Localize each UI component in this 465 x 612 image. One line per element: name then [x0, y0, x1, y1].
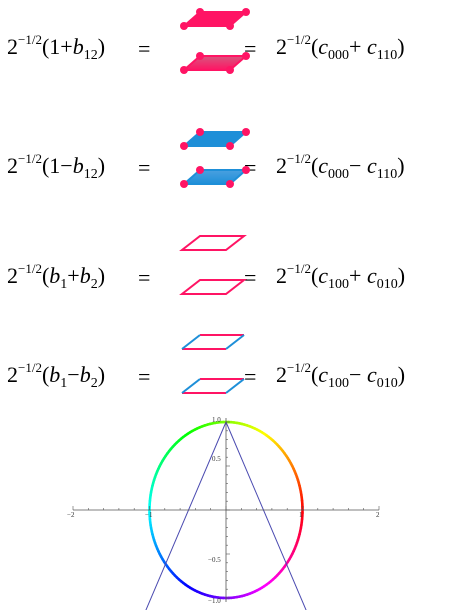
plot-line — [145, 421, 227, 610]
equation-row-4: 2−1/2(b1−b2) = = 2−1/2(c100− c010) — [0, 356, 465, 416]
plaquette-icon-outline-plus — [179, 235, 247, 295]
tangent-lines — [145, 421, 307, 610]
equation-row-3: 2−1/2(b1+b2) = = 2−1/2(c100+ c010) — [0, 257, 465, 317]
plaquette-icon-even — [180, 8, 250, 74]
equation-row-2: 2−1/2(1−b12) = = 2−1/2(c000− c110) — [0, 147, 465, 207]
y-tick-label: 0.5 — [212, 455, 221, 463]
equals-sign: = — [138, 364, 151, 389]
equation-rhs: 2−1/2(c000− c110) — [276, 151, 405, 182]
upper-parallelogram — [180, 8, 250, 30]
equation-lhs: 2−1/2(1−b12) — [7, 151, 106, 182]
lower-parallelogram — [180, 166, 250, 188]
x-tick-label: −1 — [145, 511, 153, 519]
x-tick-label: 2 — [376, 511, 380, 519]
upper-parallelogram — [179, 235, 247, 251]
axes — [72, 418, 380, 602]
y-tick-label: 1.0 — [212, 416, 221, 424]
lower-parallelogram — [181, 378, 245, 394]
equation-lhs: 2−1/2(b1−b2) — [7, 360, 106, 391]
equals-sign: = — [138, 36, 151, 61]
plaquette-icon-outline-minus — [181, 334, 245, 394]
equals-sign: = — [138, 265, 151, 290]
upper-parallelogram — [180, 128, 250, 150]
plaquette-icon-odd — [180, 128, 250, 188]
equation-rhs: 2−1/2(c100− c010) — [276, 360, 406, 391]
equation-lhs: 2−1/2(b1+b2) — [7, 261, 106, 292]
unit-circle-plot: −2 −1 1 2 1.0 0.5 −0.5 −1.0 — [67, 416, 380, 610]
equals-sign: = — [138, 155, 151, 180]
x-tick-label: 1 — [299, 511, 303, 519]
plot-line — [225, 421, 307, 610]
upper-parallelogram — [181, 334, 245, 350]
equation-lhs: 2−1/2(1+b12) — [7, 32, 106, 63]
equation-rhs: 2−1/2(c000+ c110) — [276, 32, 405, 63]
x-tick-label: −2 — [67, 511, 75, 519]
equals-sign: = — [244, 265, 257, 290]
equation-rhs: 2−1/2(c100+ c010) — [276, 261, 406, 292]
y-tick-label: −0.5 — [208, 556, 221, 564]
equals-sign: = — [244, 364, 257, 389]
lower-parallelogram — [179, 279, 247, 295]
axis-ticks — [72, 421, 380, 599]
y-tick-label: −1.0 — [208, 597, 221, 605]
lower-parallelogram — [180, 52, 250, 74]
equation-row-1: 2−1/2(1+b12) = = 2−1/2(c000+ c110) — [0, 28, 465, 88]
